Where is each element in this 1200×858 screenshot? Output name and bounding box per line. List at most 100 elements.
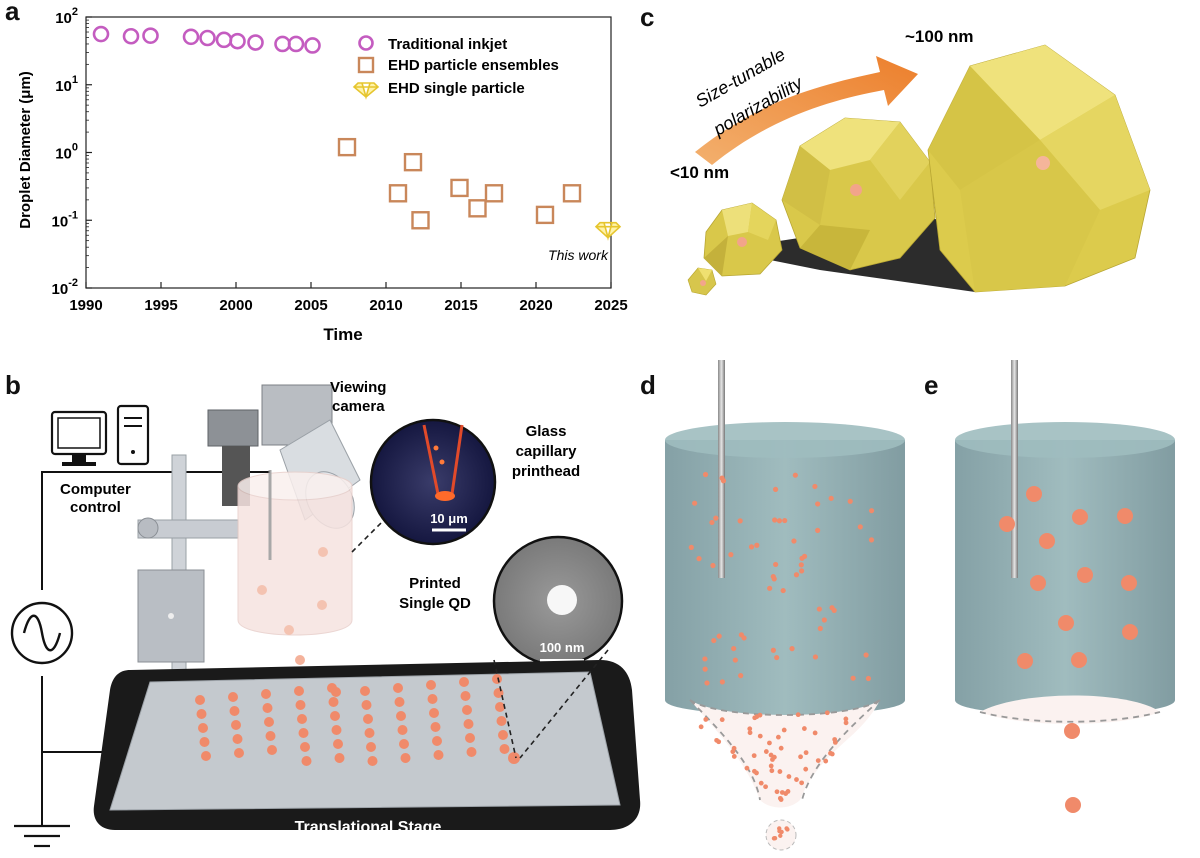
small-particle [866,676,871,681]
printed-dot [393,683,403,693]
small-particle [844,720,849,725]
printed-dot [426,680,436,690]
small-particle [791,538,796,543]
panel-label-b: b [5,370,21,401]
small-particle [730,749,735,754]
small-particle [716,739,721,744]
y-tick-label: 10-2 [52,277,78,298]
panel-label-c: c [640,2,654,33]
printed-dot [366,742,376,752]
large-particle [1017,653,1033,669]
data-point-inkjet [201,31,215,45]
x-tick-label: 2005 [294,297,327,314]
label-printed-qd-2: Single QD [399,595,471,612]
large-particle [1030,575,1046,591]
legend-marker-ensembles [359,58,373,72]
printed-dot [263,703,273,713]
small-particle [772,517,777,522]
small-particle [758,713,763,718]
printed-dot [465,733,475,743]
panel-label-e: e [924,370,938,401]
small-particle [704,680,709,685]
printed-dot [335,753,345,763]
small-particle [781,588,786,593]
small-particle [775,789,780,794]
data-point-inkjet [144,29,158,43]
small-particle [796,712,801,717]
large-particle [1026,486,1042,502]
scale-label-sem: 100 nm [540,640,585,655]
panel-label-d: d [640,370,656,401]
printed-dot [332,725,342,735]
data-point-inkjet [306,38,320,52]
small-particle [767,741,772,746]
small-particle [829,605,834,610]
printed-dot [299,728,309,738]
x-tick-label: 2015 [444,297,477,314]
scale-label-optical: 10 μm [430,511,468,526]
data-point-inkjet [276,37,290,51]
small-particle [689,545,694,550]
small-particle [767,586,772,591]
data-point-ensemble [470,200,486,216]
small-particle [776,735,781,740]
small-particle [864,652,869,657]
panel-d-ensemble-ejection [665,360,905,850]
small-particle [799,562,804,567]
printed-dot [434,750,444,760]
legend-marker-single [354,83,378,97]
printed-dot [228,692,238,702]
small-particle [802,726,807,731]
printed-dot [329,697,339,707]
printed-dot [462,705,472,715]
printed-dot [267,745,277,755]
printed-dot-selected [508,752,520,764]
small-particle [782,518,787,523]
legend-label-inkjet: Traditional inkjet [388,36,507,53]
small-particle [778,796,783,801]
small-particle [778,769,783,774]
printed-dot [363,714,373,724]
printed-dot [198,723,208,733]
small-particle [771,574,776,579]
label-computer-control-2: control [70,499,121,516]
x-tick-label: 2000 [219,297,252,314]
printed-dot [368,756,378,766]
ac-source-icon [12,603,72,663]
small-particle [719,475,724,480]
data-point-inkjet [184,30,198,44]
printed-dot [492,674,502,684]
small-particle [817,606,822,611]
small-particle [703,667,708,672]
large-particle [1121,575,1137,591]
small-particle [758,734,763,739]
small-particle [804,750,809,755]
data-point-inkjet [231,34,245,48]
data-point-ensemble [564,185,580,201]
large-particle [1117,508,1133,524]
printed-dot [428,694,438,704]
small-particle [769,768,774,773]
panel-e-single-ejection [955,360,1175,813]
printed-dot [399,739,409,749]
small-particle [773,487,778,492]
label-computer-control-1: Computer [60,481,131,498]
large-particle [1122,624,1138,640]
printed-dot [233,734,243,744]
label-printed-qd-1: Printed [409,575,461,592]
x-axis-label: Time [323,325,362,344]
small-particle [703,472,708,477]
printed-dot [300,742,310,752]
label-glass-capillary-2: capillary [516,443,578,460]
printed-dot [365,728,375,738]
printed-dot [500,744,510,754]
small-particle [832,737,837,742]
small-particle [779,746,784,751]
printed-dot [467,747,477,757]
small-particle [763,784,768,789]
ground-icon [14,826,70,846]
y-tick-label: 101 [55,74,78,95]
x-tick-label: 2020 [519,297,552,314]
printed-dot [261,689,271,699]
small-particle [717,634,722,639]
